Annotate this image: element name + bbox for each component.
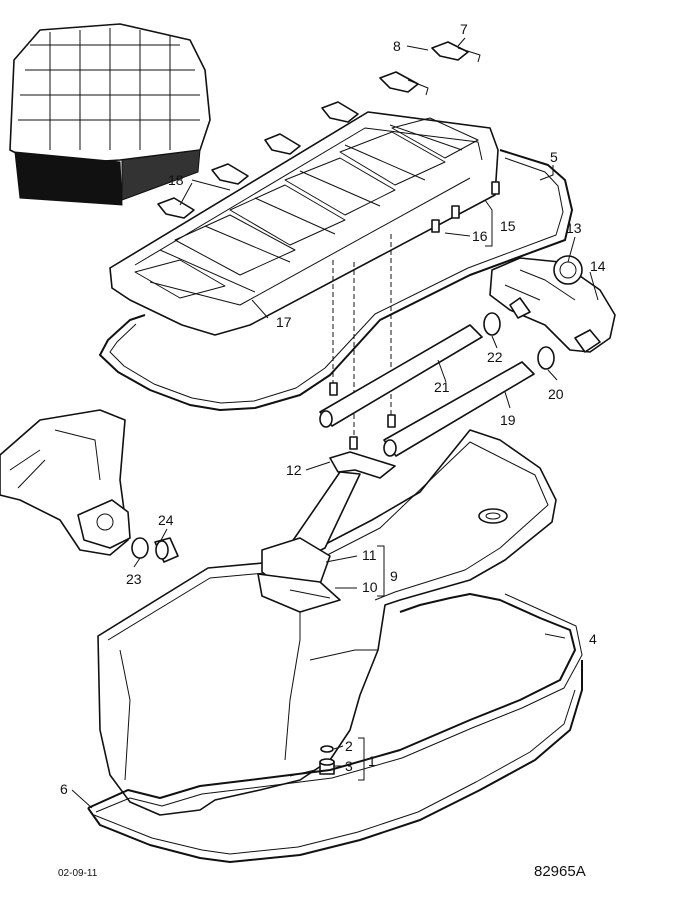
oil-tubes <box>319 324 535 457</box>
callout-4: 4 <box>589 631 597 647</box>
callout-9: 9 <box>390 568 398 584</box>
callout-22: 22 <box>487 349 503 365</box>
callout-15: 15 <box>500 218 516 234</box>
callout-17: 17 <box>276 314 292 330</box>
engine-thumbnail <box>9 23 211 206</box>
callout-8: 8 <box>393 38 401 54</box>
oil-pump <box>489 255 616 353</box>
figure-id: 82965A <box>534 863 586 880</box>
callout-16: 16 <box>472 228 488 244</box>
timing-housing <box>0 409 131 556</box>
callout-14: 14 <box>590 258 606 274</box>
callout-20: 20 <box>548 386 564 402</box>
dowel-pins <box>329 181 500 450</box>
callout-18: 18 <box>168 172 184 188</box>
oil-pan-gasket <box>87 593 583 863</box>
fittings-23-24 <box>131 537 179 563</box>
callout-2: 2 <box>345 738 353 754</box>
leader-lines <box>71 37 599 809</box>
callout-1: 1 <box>368 753 376 769</box>
valve-cover-gasket <box>99 149 573 411</box>
callout-10: 10 <box>362 579 378 595</box>
bolts <box>157 41 481 219</box>
callout-23: 23 <box>126 571 142 587</box>
ladder-frame <box>109 111 499 336</box>
callout-19: 19 <box>500 412 516 428</box>
oil-pan <box>97 429 557 816</box>
oil-strainer <box>257 451 396 613</box>
callout-7: 7 <box>460 21 468 37</box>
callout-13: 13 <box>566 220 582 236</box>
footer-date: 02-09-11 <box>58 868 98 879</box>
callout-12: 12 <box>286 462 302 478</box>
callout-6: 6 <box>60 781 68 797</box>
callout-11: 11 <box>362 547 377 563</box>
o-ring-20 <box>537 346 555 370</box>
callout-24: 24 <box>158 512 174 528</box>
callout-21: 21 <box>434 379 450 395</box>
callout-5: 5 <box>550 149 558 165</box>
drain-plug <box>319 745 335 775</box>
o-ring-22 <box>483 312 501 336</box>
callout-3: 3 <box>345 758 353 774</box>
